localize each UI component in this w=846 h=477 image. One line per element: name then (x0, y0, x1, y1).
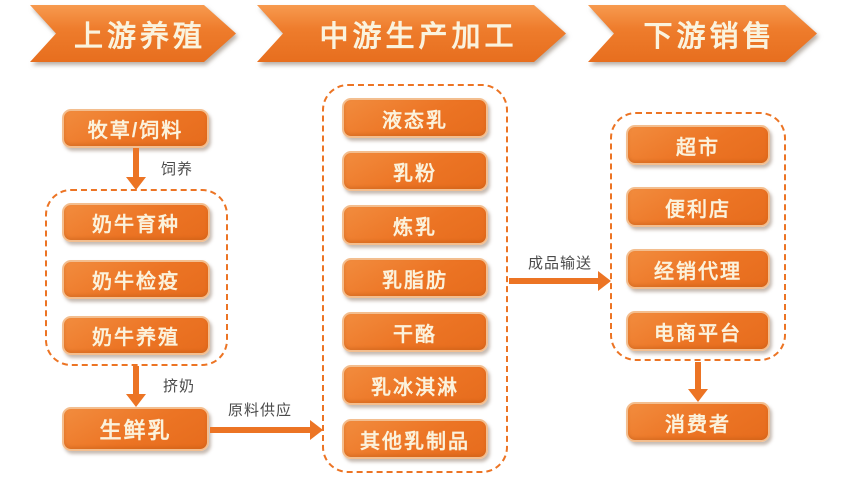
group-cattle-farming (45, 189, 228, 366)
node-cheese: 干酪 (342, 312, 488, 352)
arrow-head-down-icon (126, 177, 146, 190)
arrow-head-down-icon (126, 394, 146, 407)
arrow-shaft (509, 278, 598, 284)
label-raw-supply: 原料供应 (228, 402, 293, 419)
node-cattle-raising: 奶牛养殖 (62, 316, 210, 355)
arrow-shaft (210, 427, 310, 433)
node-cattle-quarantine: 奶牛检疫 (62, 260, 210, 299)
group-sales-channels (610, 112, 786, 361)
node-liquid-milk: 液态乳 (342, 98, 488, 138)
node-milk-powder: 乳粉 (342, 151, 488, 191)
arrow-feed-to-farming (126, 148, 146, 190)
stage-arrow-downstream-label: 下游销售 (643, 20, 776, 53)
arrow-rawmilk-to-processing (210, 420, 323, 440)
node-milk-fat: 乳脂肪 (342, 258, 488, 298)
stage-arrow-midstream-shape: 中游生产加工 (257, 5, 566, 62)
node-raw-milk: 生鲜乳 (62, 407, 209, 451)
node-other-dairy: 其他乳制品 (342, 419, 488, 459)
node-ecommerce-platform: 电商平台 (626, 311, 770, 351)
stage-arrow-midstream: 中游生产加工 (257, 5, 566, 62)
arrow-shaft (695, 362, 701, 389)
arrow-head-right-icon (310, 420, 323, 440)
stage-arrow-downstream-shape: 下游销售 (588, 5, 817, 62)
node-consumer: 消费者 (626, 402, 770, 442)
node-supermarket: 超市 (626, 125, 770, 165)
arrow-farming-to-rawmilk (126, 366, 146, 407)
node-milk-ice-cream: 乳冰淇淋 (342, 365, 488, 405)
stage-arrow-downstream: 下游销售 (588, 5, 817, 62)
arrow-head-right-icon (598, 271, 611, 291)
node-convenience-store: 便利店 (626, 187, 770, 227)
arrow-head-down-icon (688, 389, 708, 402)
stage-arrow-midstream-label: 中游生产加工 (319, 20, 518, 53)
arrow-shaft (133, 148, 139, 177)
arrow-processing-to-sales (509, 271, 611, 291)
node-distribution-agent: 经销代理 (626, 249, 770, 289)
arrow-shaft (133, 366, 139, 394)
arrow-channels-to-consumer (688, 362, 708, 402)
node-cattle-breeding: 奶牛育种 (62, 203, 210, 242)
stage-arrow-upstream-label: 上游养殖 (73, 20, 206, 53)
label-feeding: 饲养 (161, 161, 194, 178)
label-finished-delivery: 成品输送 (528, 255, 593, 272)
node-condensed-milk: 炼乳 (342, 205, 488, 245)
stage-arrow-upstream-shape: 上游养殖 (30, 5, 236, 62)
stage-arrow-upstream: 上游养殖 (30, 5, 236, 62)
group-dairy-products (322, 84, 508, 473)
label-milking: 挤奶 (163, 378, 196, 395)
node-feed: 牧草/饲料 (62, 109, 209, 148)
